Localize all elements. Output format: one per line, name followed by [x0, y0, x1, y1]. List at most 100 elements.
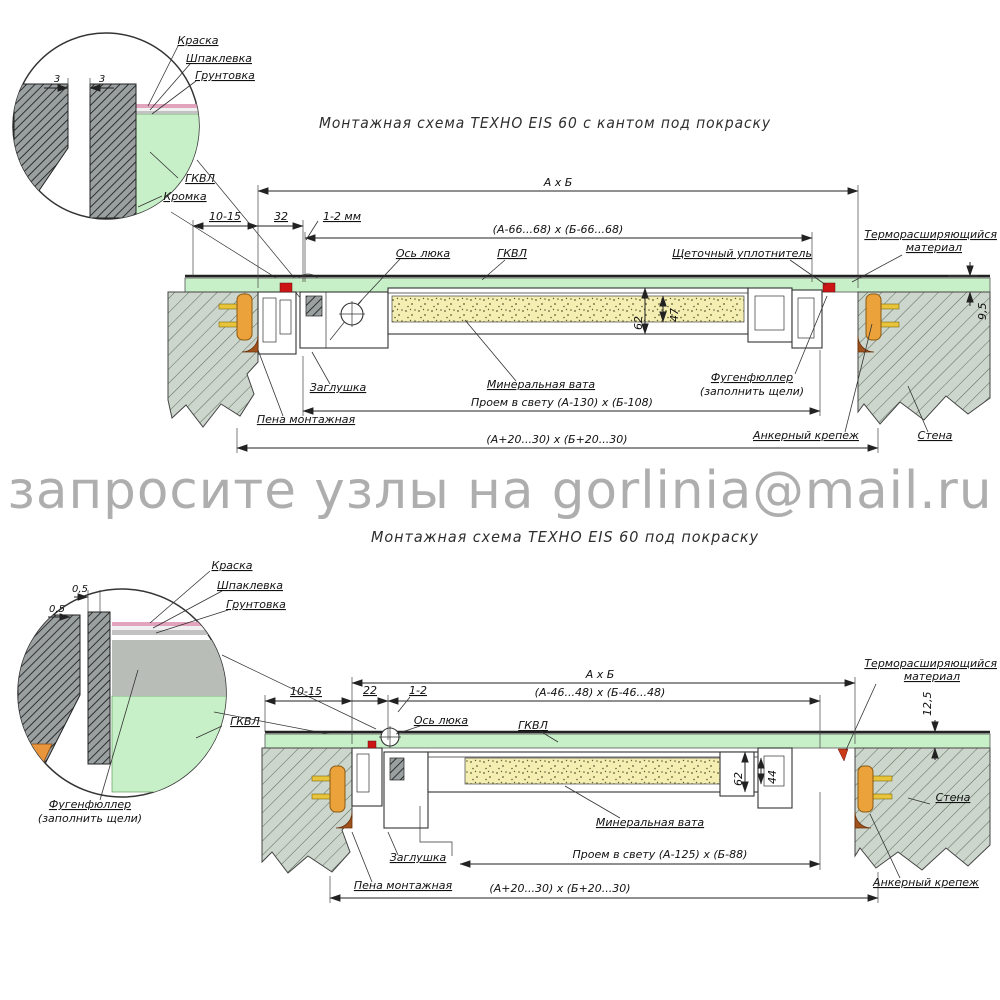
label-stena-top: Стена	[918, 429, 953, 442]
paint-layer	[136, 104, 199, 108]
labels-bottom: Ось люка ГКВЛ Терморасширяющийся материа…	[351, 657, 997, 892]
dim-22-bottom: 22	[363, 684, 377, 697]
detail-circle-top: 3 3 Краска Шпаклевка Грунтовка ГКВЛ Кром…	[12, 32, 255, 220]
dimensions-top: А х Б (А-66...68) х (Б-66...68) 10-15 32…	[192, 176, 989, 453]
label-thermo1-top: Терморасширяющийся	[864, 228, 997, 241]
labels-top: Ось люка ГКВЛ Щеточный уплотнитель Термо…	[257, 228, 998, 442]
dim-62-top: 62	[632, 316, 645, 330]
putty-layer	[136, 108, 199, 111]
label-minvata-top: Минеральная вата	[487, 378, 596, 391]
putty-layer-b	[112, 626, 226, 630]
profile-section-right-b	[87, 611, 111, 765]
anchor-right	[865, 293, 900, 341]
dim-gap2-top: 3	[99, 74, 105, 85]
thermo-strip-b	[837, 748, 849, 762]
zaglushka-profile	[419, 806, 453, 856]
watermark-text: запросите узлы на gorlinia@mail.ru	[8, 461, 993, 521]
dim-inner-bottom: (А-46...48) х (Б-46...48)	[535, 686, 666, 699]
dim-05b: 0,5	[49, 604, 65, 615]
dim-44-bottom: 44	[766, 770, 779, 784]
brush-seal-left	[279, 282, 293, 293]
label-thermo2-top: материал	[906, 241, 962, 254]
scheme-top: Монтажная схема ТЕХНО EIS 60 с кантом по…	[12, 32, 998, 453]
label-gruntovka-bottom: Грунтовка	[226, 598, 286, 611]
label-kromka-top: Кромка	[163, 190, 206, 203]
profile-section-right	[89, 83, 137, 219]
dim-1-2-bottom: 1-2	[409, 684, 427, 697]
label-anchor-bottom: Анкерный крепеж	[872, 876, 979, 889]
label-kraska-top: Краска	[178, 34, 219, 47]
label-thermo2-bottom: материал	[904, 670, 960, 683]
label-fugen1-top: Фугенфюллер	[711, 371, 793, 384]
dim-rough-top: (А+20...30) х (Б+20...30)	[486, 433, 627, 446]
label-anchor-top: Анкерный крепеж	[752, 429, 859, 442]
primer-layer	[136, 111, 199, 114]
label-kraska-bottom: Краска	[212, 559, 253, 572]
label-zaglushka-top: Заглушка	[310, 381, 367, 394]
dim-gap1-top: 3	[54, 74, 60, 85]
section-top	[167, 274, 991, 428]
seal-left-b	[367, 740, 377, 749]
label-os-luka-top: Ось люка	[396, 247, 451, 260]
dim-47-top: 47	[668, 308, 681, 322]
foam-left	[241, 335, 259, 353]
dim-10-15-top: 10-15	[209, 210, 241, 223]
scheme-top-title: Монтажная схема ТЕХНО EIS 60 с кантом по…	[319, 114, 771, 132]
dim-clear-bottom: Проем в свету (А-125) х (Б-88)	[573, 848, 748, 861]
fugenfuller-fill	[112, 640, 226, 696]
foam-right	[857, 335, 875, 353]
label-shpaklevka-bottom: Шпаклевка	[217, 579, 283, 592]
label-minvata-bottom: Минеральная вата	[596, 816, 705, 829]
label-zaglushka-bottom: Заглушка	[390, 851, 447, 864]
label-os-luka-bottom: Ось люка	[414, 714, 469, 727]
dim-10-15-bottom: 10-15	[290, 685, 322, 698]
dim-overall-top: А х Б	[543, 176, 573, 189]
label-fugen1-bottom: Фугенфюллер	[49, 798, 131, 811]
primer-layer-b	[112, 630, 226, 635]
foam-right-b	[854, 811, 872, 829]
label-thermo1-bottom: Терморасширяющийся	[864, 657, 997, 670]
dim-05a: 0,5	[72, 584, 88, 595]
foam-left-b	[335, 811, 353, 829]
label-gkvl-top: ГКВЛ	[497, 247, 527, 260]
dim-overall-bottom: А х Б	[585, 668, 615, 681]
dim-rough-bottom: (А+20...30) х (Б+20...30)	[489, 882, 630, 895]
anchor-left-b	[311, 765, 346, 813]
detail-link-line	[196, 159, 297, 281]
dim-12-5: 12,5	[921, 692, 934, 717]
brush-seal-right	[822, 282, 836, 293]
section-bottom	[261, 726, 991, 874]
label-gkvl-bottom: ГКВЛ	[518, 719, 548, 732]
anchor-left	[218, 293, 253, 341]
mineral-wool-b	[464, 757, 721, 785]
scheme-bottom-title: Монтажная схема ТЕХНО EIS 60 под покраск…	[371, 528, 759, 546]
dim-1-2-top: 1-2 мм	[323, 210, 361, 223]
label-brush-seal: Щеточный уплотнитель	[672, 247, 812, 260]
detail-circle-bottom: 0,5 0,5 Краска Шпаклевка Грунтовка ГКВЛ …	[17, 559, 286, 825]
label-gruntovka-top: Грунтовка	[195, 69, 255, 82]
dim-9-5: 9,5	[976, 303, 989, 321]
dim-62-bottom: 62	[732, 772, 745, 786]
label-gkvl-detail-bottom: ГКВЛ	[230, 715, 260, 728]
label-fugen2-bottom: (заполнить щели)	[38, 812, 142, 825]
dim-clear-top: Проем в свету (А-130) х (Б-108)	[471, 396, 653, 409]
frame-left	[257, 291, 297, 355]
label-pena-top: Пена монтажная	[257, 413, 356, 426]
detail-link-line-b	[221, 654, 377, 730]
dim-inner-top: (А-66...68) х (Б-66...68)	[493, 223, 624, 236]
label-fugen2-top: (заполнить щели)	[700, 385, 804, 398]
dim-32-top: 32	[274, 210, 288, 223]
label-pena-bottom: Пена монтажная	[354, 879, 453, 892]
scheme-bottom: Монтажная схема ТЕХНО EIS 60 под покраск…	[17, 528, 997, 903]
label-gkvl-detail-top: ГКВЛ	[185, 172, 215, 185]
label-stena-bottom: Стена	[936, 791, 971, 804]
wall-right-b	[854, 747, 991, 871]
frame-left-b	[351, 747, 383, 807]
paint-layer-b	[112, 622, 226, 626]
mineral-wool	[391, 295, 745, 323]
anchor-right-b	[857, 765, 893, 813]
gkvl-facing-band-b	[264, 733, 991, 749]
label-shpaklevka-top: Шпаклевка	[186, 52, 252, 65]
